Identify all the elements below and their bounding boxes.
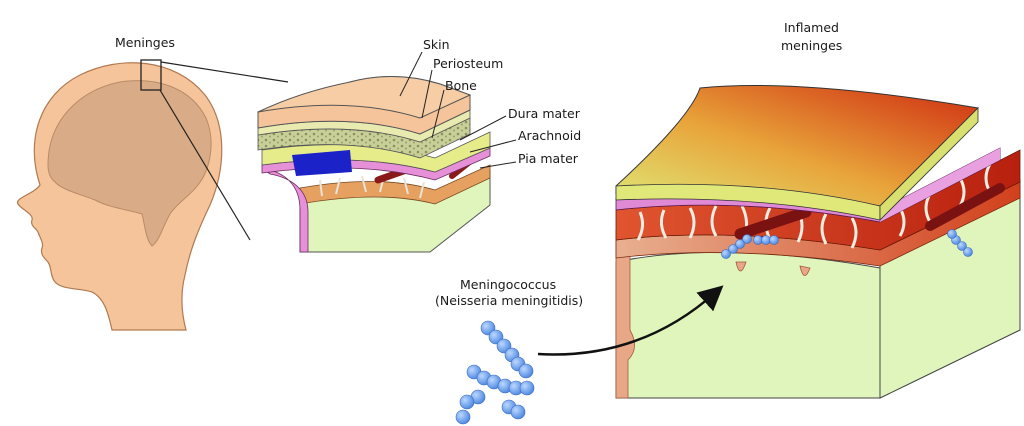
- meninges-cross-section: [257, 76, 491, 253]
- side-pia: [261, 167, 309, 253]
- inflamed-left-wall: [615, 229, 635, 399]
- inflamed-vessels: [734, 183, 1005, 240]
- brain-silhouette: [47, 80, 212, 247]
- zoom-line-bottom: [159, 89, 251, 241]
- dura-mater-label: Dura mater: [508, 106, 581, 121]
- inflamed-dura-side: [879, 107, 979, 221]
- meninges-label: Meninges: [115, 35, 175, 50]
- bone-label: Bone: [445, 78, 477, 93]
- inflamed-label-line1: Inflamed: [784, 20, 839, 35]
- inflamed-sulci: [735, 261, 811, 276]
- meningococcus-label: Meningococcus: [460, 277, 556, 292]
- csf-space: [292, 150, 352, 176]
- head-illustration: Meninges: [16, 35, 289, 331]
- skin-top: [257, 76, 472, 119]
- periosteum-label: Periosteum: [433, 56, 503, 71]
- inflamed-section: [615, 85, 1021, 399]
- bacteria-on-vessels: [721, 229, 973, 259]
- inflamed-arachnoid-strip: [880, 148, 1000, 222]
- cortex-surface: [299, 164, 491, 205]
- arachnoid-label: Arachnoid: [518, 128, 581, 143]
- inflamed-label-line2: meninges: [781, 38, 842, 53]
- pia-mater-label: Pia mater: [518, 151, 579, 166]
- meninges-locator-box: [140, 59, 162, 91]
- meningococcus-cluster: [455, 320, 535, 425]
- zoom-line-top: [160, 61, 289, 83]
- skin-label: Skin: [423, 37, 450, 52]
- neisseria-label: (Neisseria meningitidis): [435, 293, 583, 308]
- infection-arrow: [537, 285, 724, 356]
- layer-labels: [399, 51, 517, 169]
- arachnoid-trabeculae: [319, 175, 425, 199]
